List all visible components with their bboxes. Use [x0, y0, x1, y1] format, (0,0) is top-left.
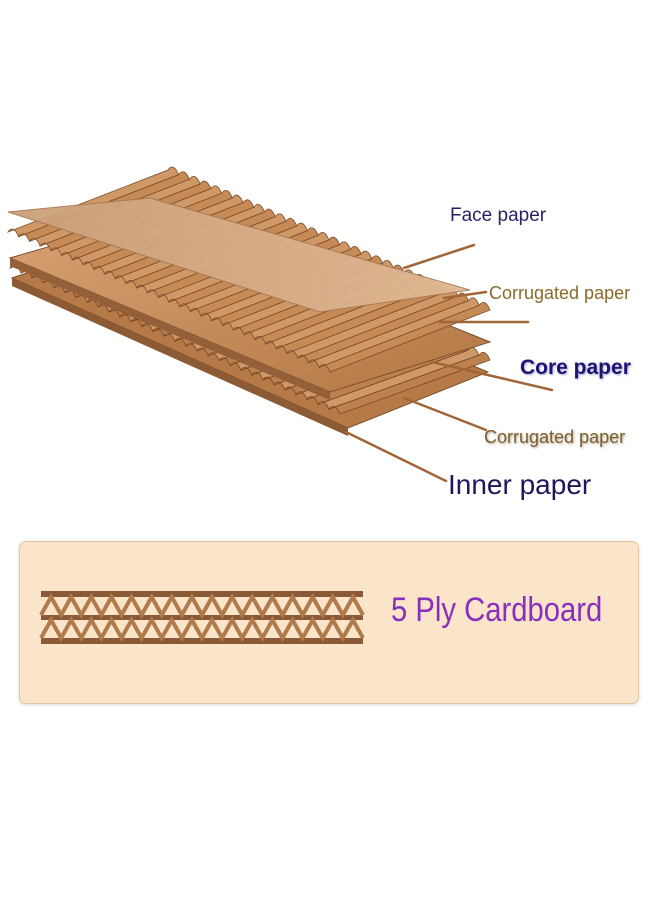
flute-ridge — [318, 302, 491, 373]
leader-line-inner-paper — [344, 430, 448, 483]
five-ply-cardboard-label: 5 Ply Cardboard — [391, 591, 603, 629]
cross-section-flute-wave — [39, 615, 365, 643]
inner-paper-edge — [12, 278, 348, 436]
core-paper-label: Core paper — [520, 356, 631, 379]
corrugated-paper-bottom-label: Corrugated paper — [484, 427, 626, 447]
cross-section-flute-wave — [39, 592, 365, 620]
face-paper-sheet — [7, 197, 471, 313]
cross-section-panel — [19, 541, 639, 704]
cross-section-flutes-overlay — [39, 592, 365, 643]
face-paper-label: Face paper — [450, 205, 547, 226]
leader-line-core-paper — [430, 360, 554, 392]
leader-line-corrugated-top — [442, 290, 488, 300]
flute-ridge — [327, 351, 491, 415]
core-paper-edge — [10, 258, 330, 400]
inner-paper-label: Inner paper — [448, 469, 592, 500]
leader-line-face-paper — [402, 243, 476, 270]
leader-lines — [344, 243, 554, 483]
leader-line-corrugated-bottom — [402, 396, 488, 432]
corrugated-paper-top-label: Corrugated paper — [489, 283, 631, 303]
